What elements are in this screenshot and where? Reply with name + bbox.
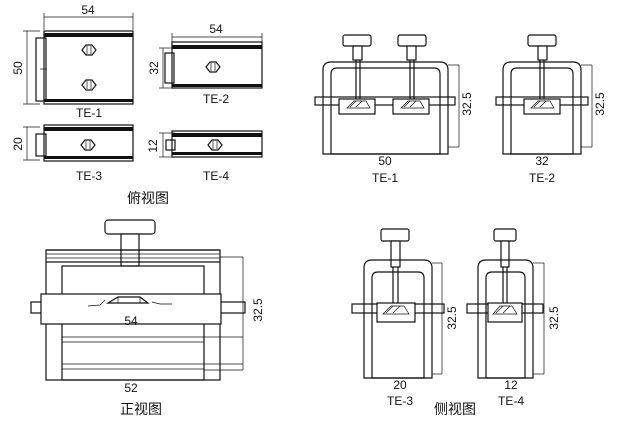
side-te3-label: TE-3 [387, 394, 413, 408]
top-view-te3: 20 TE-3 [11, 124, 134, 183]
side-te3-height-dim: 32.5 [445, 306, 459, 330]
top-view-caption: 俯视图 [127, 190, 169, 206]
te1-width-dim: 54 [81, 3, 95, 17]
te3-label: TE-3 [76, 169, 102, 183]
front-height-dim: 32.5 [251, 298, 265, 322]
side-view-te1: 32.5 50 TE-1 [314, 34, 474, 185]
te4-height-dim: 12 [146, 139, 160, 153]
side-te3-width-dim: 20 [393, 378, 407, 392]
side-te1-label: TE-1 [372, 171, 398, 185]
side-te2-label: TE-2 [529, 171, 555, 185]
te1-label: TE-1 [76, 106, 102, 120]
top-view-te1: 54 50 TE-1 [11, 3, 134, 120]
te2-label: TE-2 [203, 92, 229, 106]
te3-height-dim: 20 [11, 137, 25, 151]
front-view: 32.5 54 52 正视图 [30, 219, 265, 417]
side-view-te4: 32.5 12 TE-4 [466, 228, 561, 408]
te1-height-dim: 50 [11, 61, 25, 75]
side-te2-height-dim: 32.5 [593, 92, 607, 116]
te2-height-dim: 32 [147, 61, 161, 75]
side-te1-width-dim: 50 [378, 154, 392, 168]
top-view-te4: 12 TE-4 [146, 130, 263, 183]
front-inner-dim: 54 [124, 314, 138, 328]
top-view-te2: 54 32 TE-2 [147, 22, 263, 106]
front-bottom-dim: 52 [124, 381, 138, 395]
side-te2-width-dim: 32 [535, 154, 549, 168]
side-view-te3: 32.5 20 TE-3 [351, 228, 459, 408]
side-te4-label: TE-4 [498, 394, 524, 408]
side-te4-width-dim: 12 [504, 378, 518, 392]
side-view-te2: 32.5 32 TE-2 [495, 34, 607, 185]
te2-width-dim: 54 [209, 22, 223, 36]
te4-label: TE-4 [203, 169, 229, 183]
side-te4-height-dim: 32.5 [547, 306, 561, 330]
side-view-caption: 侧视图 [434, 401, 476, 417]
side-te1-height-dim: 32.5 [460, 92, 474, 116]
front-view-caption: 正视图 [120, 401, 162, 417]
